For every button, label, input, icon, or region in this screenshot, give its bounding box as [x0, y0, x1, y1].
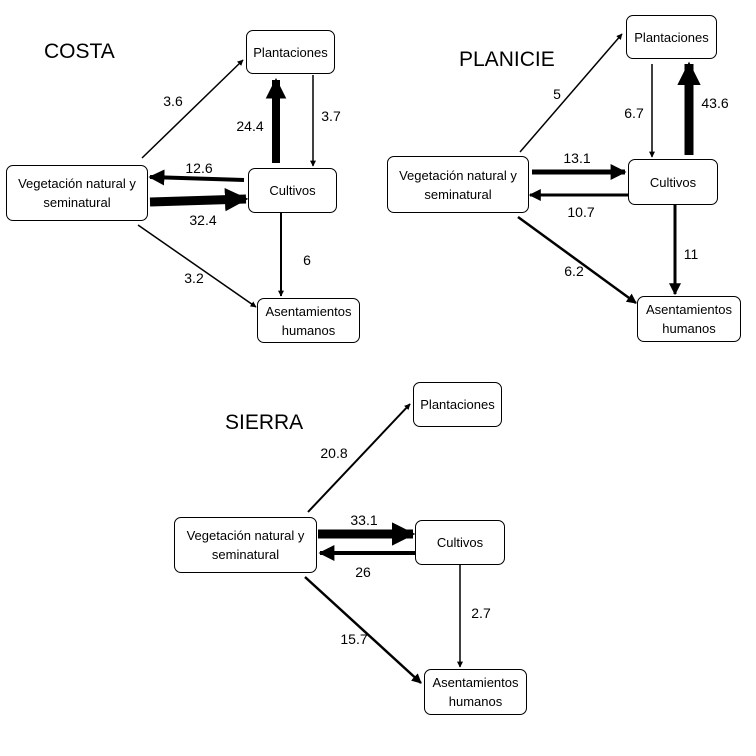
costa-node-vegetacion-line1: Vegetación natural y [18, 176, 136, 191]
planicie-flow-plant-cult: 6.7 [624, 105, 644, 121]
planicie-node-cultivos: Cultivos [628, 159, 718, 205]
planicie-node-vegetacion-line1: Vegetación natural y [399, 167, 517, 183]
costa-arrow-veg-plant [141, 59, 244, 159]
planicie-node-vegetacion-line2: seminatural [424, 186, 492, 202]
costa-node-asentamientos: Asentamientos humanos [257, 298, 360, 343]
sierra-flow-veg-plant: 20.8 [320, 445, 348, 461]
planicie-flow-veg-cult: 13.1 [563, 150, 591, 166]
planicie-flow-cult-plant: 43.6 [701, 95, 729, 111]
planicie-node-vegetacion: Vegetación natural y seminatural [387, 156, 529, 213]
sierra-node-cultivos-label: Cultivos [436, 535, 484, 550]
sierra-node-asentamientos: Asentamientos humanos [424, 669, 527, 715]
costa-node-cultivos-label: Cultivos [269, 183, 316, 198]
sierra-arrow-veg-asent [304, 576, 422, 684]
sierra-node-plantaciones-label: Plantaciones [420, 397, 495, 412]
planicie-flow-veg-plant: 5 [553, 86, 561, 102]
costa-flow-veg-cult: 32.4 [189, 212, 217, 228]
planicie-node-cultivos-label: Cultivos [649, 174, 697, 190]
sierra-node-asentamientos-line2: humanos [448, 694, 503, 709]
sierra-flow-veg-asent: 15.7 [340, 631, 368, 647]
costa-arrow-veg-asent [137, 224, 257, 308]
costa-arrow-cult-veg [148, 169, 245, 186]
sierra-arrow-veg-plant [307, 403, 411, 513]
costa-flow-plant-cult: 3.7 [321, 108, 341, 124]
costa-flow-veg-plant: 3.6 [163, 93, 183, 109]
costa-node-asentamientos-line1: Asentamientos [265, 303, 352, 319]
sierra-flow-veg-cult: 33.1 [350, 512, 378, 528]
planicie-flow-veg-asent: 6.2 [564, 263, 584, 279]
sierra-arrows [304, 403, 463, 684]
planicie-node-asentamientos-line1: Asentamientos [646, 302, 732, 317]
planicie-node-asentamientos-line2: humanos [662, 321, 716, 336]
planicie-arrow-veg-plant [519, 33, 623, 153]
costa-node-asentamientos-line2: humanos [281, 322, 336, 338]
sierra-node-vegetacion: Vegetación natural y seminatural [174, 517, 317, 573]
costa-node-cultivos: Cultivos [248, 168, 337, 213]
sierra-node-plantaciones: Plantaciones [413, 382, 502, 427]
costa-node-vegetacion-line2: seminatural [43, 195, 111, 210]
costa-flow-veg-asent: 3.2 [184, 270, 204, 286]
sierra-flow-cult-asent: 2.7 [471, 605, 491, 621]
costa-flow-cult-asent: 6 [303, 252, 311, 268]
costa-node-plantaciones-label: Plantaciones [253, 44, 328, 60]
costa-node-plantaciones: Plantaciones [246, 30, 335, 74]
planicie-node-asentamientos: Asentamientos humanos [637, 296, 741, 342]
planicie-flow-cult-veg: 10.7 [567, 204, 595, 220]
sierra-node-cultivos: Cultivos [415, 520, 505, 565]
sierra-title: SIERRA [225, 411, 304, 434]
planicie-node-plantaciones-label: Plantaciones [634, 29, 709, 45]
sierra-flow-cult-veg: 26 [355, 564, 371, 580]
costa-flow-cult-plant: 24.4 [236, 118, 264, 134]
costa-flow-cult-veg: 12.6 [185, 160, 213, 176]
sierra-node-vegetacion-line1: Vegetación natural y [186, 528, 305, 543]
planicie-arrows [517, 33, 701, 305]
costa-arrows [137, 59, 316, 308]
planicie-title: PLANICIE [459, 48, 555, 71]
sierra-node-vegetacion-line2: seminatural [211, 547, 280, 562]
planicie-node-plantaciones: Plantaciones [626, 15, 717, 59]
costa-node-vegetacion: Vegetación natural y seminatural [6, 165, 148, 221]
costa-title: COSTA [44, 40, 115, 63]
planicie-flow-cult-asent: 11 [683, 246, 699, 262]
costa-arrow-veg-cult [149, 187, 249, 212]
sierra-node-asentamientos-line1: Asentamientos [432, 675, 519, 690]
planicie-arrow-veg-asent [517, 215, 637, 305]
